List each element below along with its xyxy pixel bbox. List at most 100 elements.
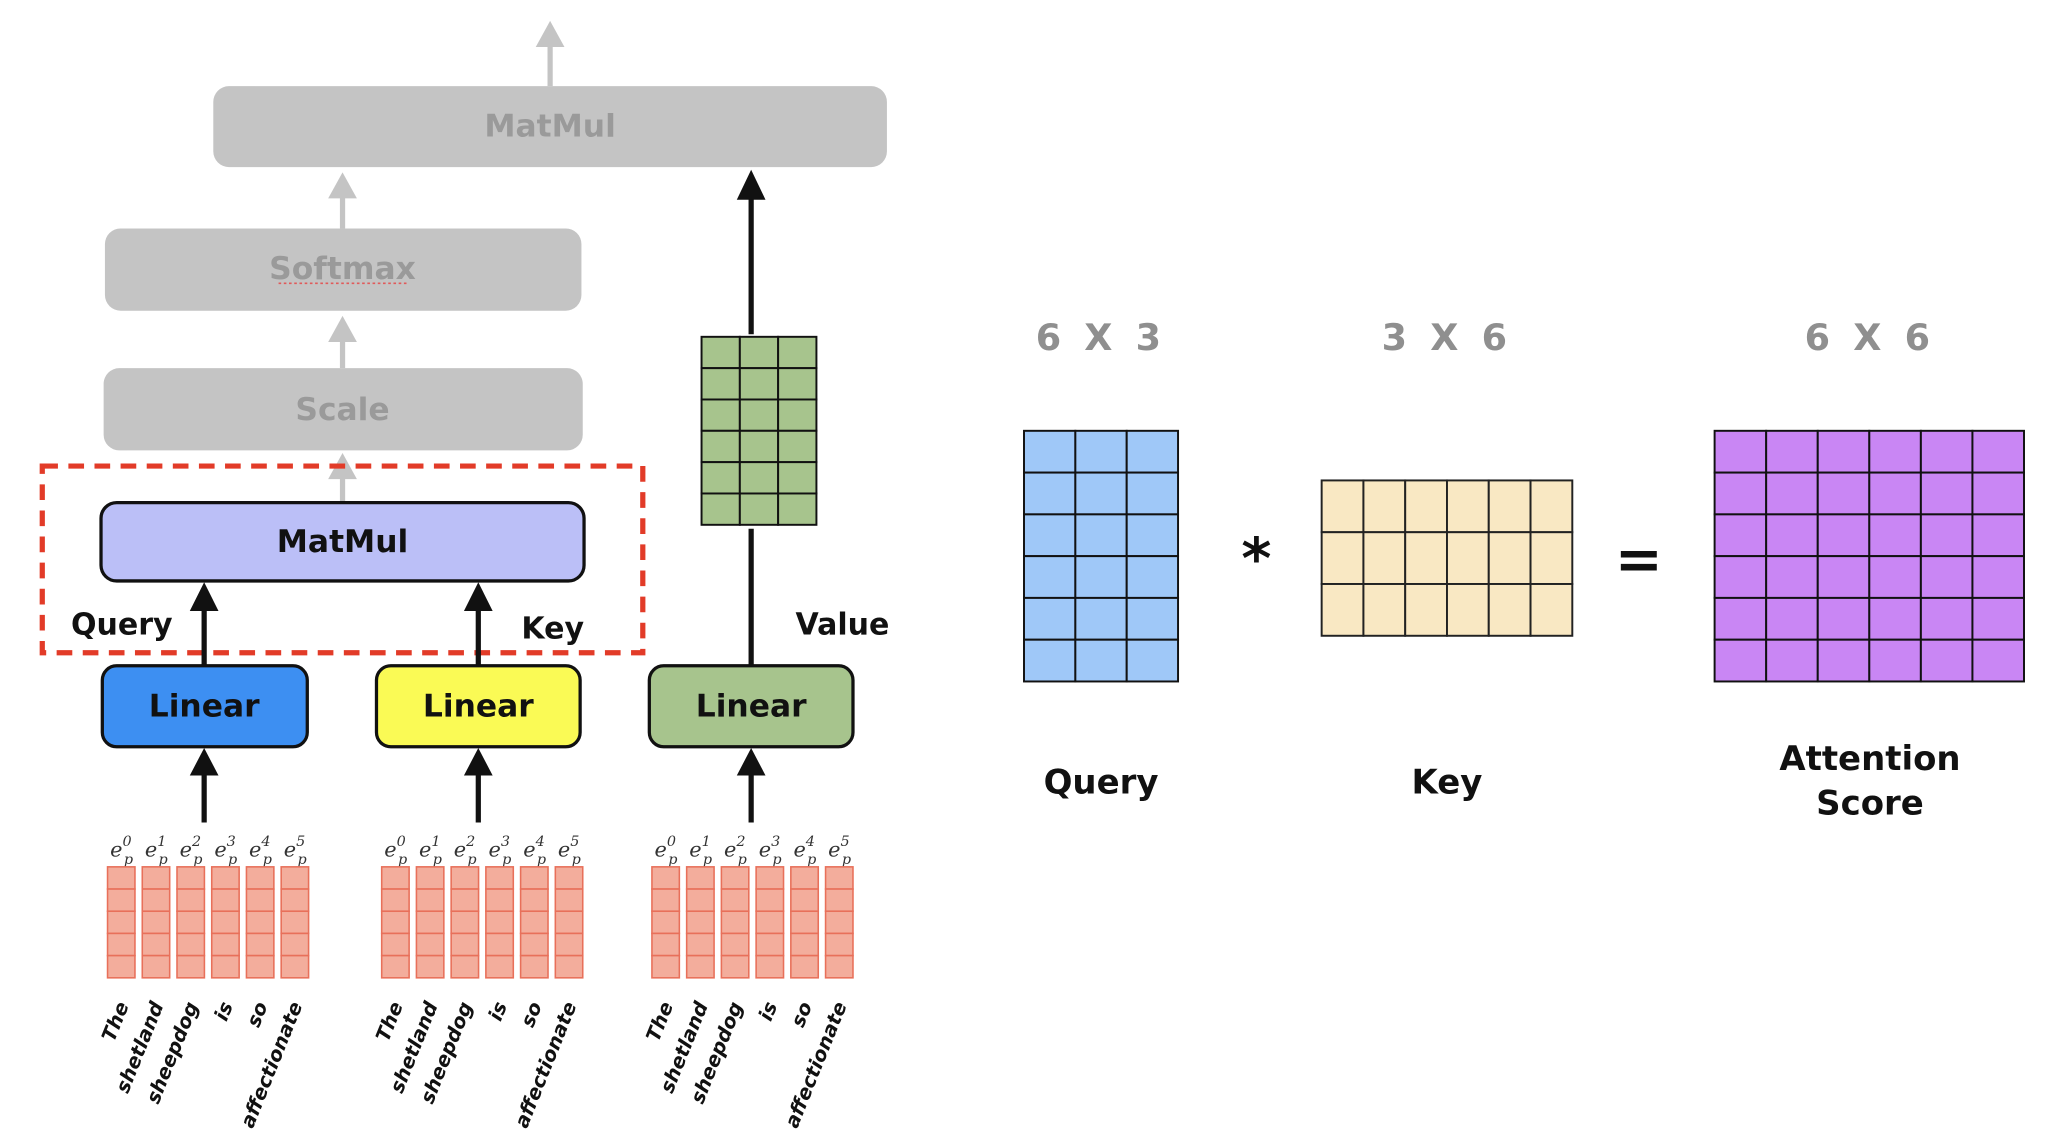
embedding-cell: [450, 932, 480, 957]
attention-matrix-cell: [1816, 638, 1871, 683]
embedding-cell: [824, 954, 854, 979]
embedding-cell: [790, 888, 820, 913]
attention-matrix-cell: [1868, 638, 1922, 683]
embedding-cell: [685, 932, 715, 957]
query-dims: 6 X 3: [1036, 316, 1167, 359]
value-matrix-cell: [700, 492, 741, 526]
embedding-cell: [554, 866, 584, 890]
embedding-cell: [106, 888, 136, 913]
embedding-cell: [176, 866, 206, 890]
top-matmul-block: MatMul: [213, 86, 887, 168]
embedding-cell: [519, 932, 549, 957]
embedding-cell: [380, 866, 410, 890]
key-matrix-cell: [1529, 583, 1574, 637]
attention-matrix-cell: [1868, 513, 1922, 558]
equals-operator: =: [1615, 525, 1663, 592]
attention-matrix-cell: [1919, 555, 1974, 599]
embedding-cell: [755, 932, 785, 957]
value-matrix-cell: [777, 492, 818, 526]
key-matrix-cell: [1487, 531, 1532, 585]
embedding-cell: [176, 888, 206, 913]
key-matrix-cell: [1362, 531, 1407, 585]
key-matrix-cell: [1404, 531, 1448, 585]
embedding-cell: [380, 954, 410, 979]
embedding-cell: [210, 866, 240, 890]
key-matrix-cell: [1362, 583, 1407, 637]
embedding-cell: [790, 866, 820, 890]
embedding-cell: [790, 932, 820, 957]
attention-matrix-cell: [1713, 513, 1768, 558]
embedding-cell: [519, 866, 549, 890]
query-matrix-cell: [1023, 638, 1077, 683]
embedding-cell: [651, 866, 681, 890]
token-word: The: [97, 998, 134, 1044]
embedding-cell: [450, 888, 480, 913]
query-matrix-cell: [1023, 555, 1077, 599]
attention-matrix-cell: [1816, 555, 1871, 599]
attention-matrix-cell: [1919, 429, 1974, 474]
query-matrix-cell: [1074, 596, 1128, 641]
embedding-cell: [280, 932, 310, 957]
linear-value-label: Linear: [696, 688, 807, 724]
result-dims: 6 X 6: [1805, 316, 1936, 359]
attention-matrix-cell: [1868, 471, 1922, 516]
embedding-cell: [380, 932, 410, 957]
key-matrix: [1320, 479, 1574, 637]
embedding-cell: [106, 954, 136, 979]
embedding-cell: [685, 888, 715, 913]
embedding-cell: [210, 932, 240, 957]
embedding-cell: [415, 866, 445, 890]
embedding-cell: [790, 954, 820, 979]
attention-matrix-cell: [1971, 429, 2025, 474]
embedding-cell: [176, 932, 206, 957]
attention-matrix-cell: [1765, 638, 1819, 683]
query-branch-label: Query: [71, 607, 173, 642]
embedding-cell: [450, 866, 480, 890]
attention-matrix-cell: [1919, 596, 1974, 641]
attention-matrix-cell: [1919, 471, 1974, 516]
attention-matrix-cell: [1713, 471, 1768, 516]
key-matrix-cell: [1446, 531, 1490, 585]
embedding-cell: [554, 954, 584, 979]
softmax-block: Softmax: [104, 228, 582, 311]
embedding-cell: [141, 910, 171, 935]
embedding-cell: [755, 866, 785, 890]
token-word: so: [786, 998, 817, 1030]
embedding-cell: [245, 888, 275, 913]
token-word: is: [754, 998, 782, 1024]
query-matrix-cell: [1125, 638, 1180, 683]
embedding-cell: [651, 954, 681, 979]
highlight-dashed-box: [39, 463, 646, 656]
token-word: is: [484, 998, 512, 1024]
value-matrix-cell: [738, 367, 780, 401]
attention-matrix-cell: [1765, 555, 1819, 599]
key-matrix-cell: [1487, 479, 1532, 534]
embedding-cell: [245, 910, 275, 935]
embedding-cell: [210, 954, 240, 979]
scale-block: Scale: [103, 368, 583, 451]
embedding-cell: [415, 910, 445, 935]
embedding-cell: [380, 888, 410, 913]
query-matrix-label: Query: [1044, 763, 1159, 803]
embedding-cell: [280, 910, 310, 935]
embedding-cell: [824, 932, 854, 957]
scale-to-softmax-arrow: [328, 315, 357, 369]
attention-matrix-cell: [1816, 596, 1871, 641]
attention-matrix-cell: [1816, 429, 1871, 474]
value-matrix-cell: [777, 461, 818, 495]
embedding-cell: [141, 888, 171, 913]
embedding-cell: [106, 866, 136, 890]
embedding-cell: [685, 954, 715, 979]
embedding-cell: [651, 932, 681, 957]
value-matrix-cell: [777, 335, 818, 370]
output-arrow: [535, 20, 565, 87]
attention-matrix-cell: [1713, 596, 1768, 641]
